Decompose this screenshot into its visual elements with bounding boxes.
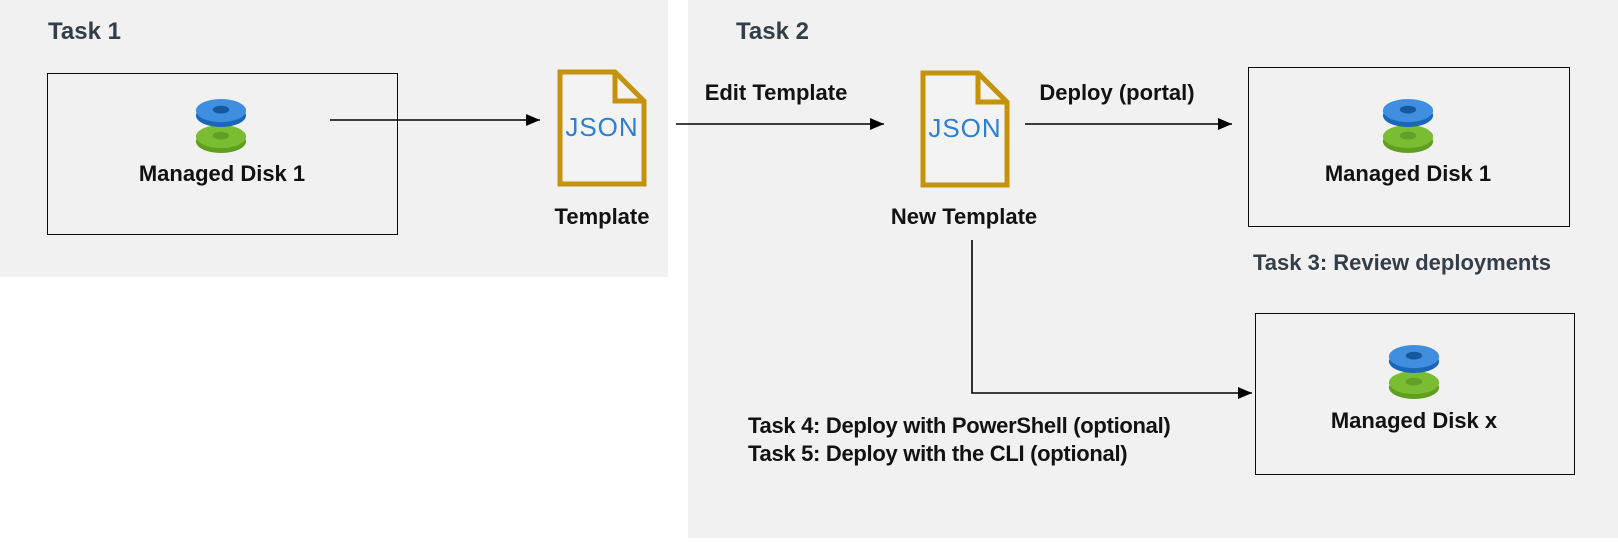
deployed-disk-portal-box xyxy=(1248,67,1570,227)
json-file-type-text: JSON xyxy=(928,113,1002,143)
source-disk-label: Managed Disk 1 xyxy=(138,161,306,186)
task3-annotation: Task 3: Review deployments xyxy=(1253,250,1551,275)
task5-annotation: Task 5: Deploy with the CLI (optional) xyxy=(748,441,1128,466)
new-template-label: New Template xyxy=(890,204,1038,229)
task1-panel xyxy=(0,0,668,277)
template-json-file-icon: JSON xyxy=(557,69,647,187)
new-template-json-file-icon: JSON xyxy=(920,70,1010,188)
template-label: Template xyxy=(554,204,650,229)
json-file-type-text: JSON xyxy=(565,112,639,142)
task4-annotation: Task 4: Deploy with PowerShell (optional… xyxy=(748,413,1171,438)
deploy-portal-edge-label: Deploy (portal) xyxy=(1039,80,1195,105)
edit-template-edge-label: Edit Template xyxy=(704,80,848,105)
managed-disk-icon xyxy=(1381,97,1435,155)
task2-heading: Task 2 xyxy=(736,18,809,45)
task1-heading: Task 1 xyxy=(48,18,121,45)
managed-disk-icon xyxy=(194,97,248,155)
task4-task5-annotations: Task 4: Deploy with PowerShell (optional… xyxy=(748,412,1171,468)
deployed-disk-x-label: Managed Disk x xyxy=(1330,408,1498,433)
source-disk-box xyxy=(47,73,398,235)
managed-disk-icon xyxy=(1387,343,1441,401)
deployed-disk-portal-label: Managed Disk 1 xyxy=(1324,161,1492,186)
deployed-disk-x-box xyxy=(1255,313,1575,475)
